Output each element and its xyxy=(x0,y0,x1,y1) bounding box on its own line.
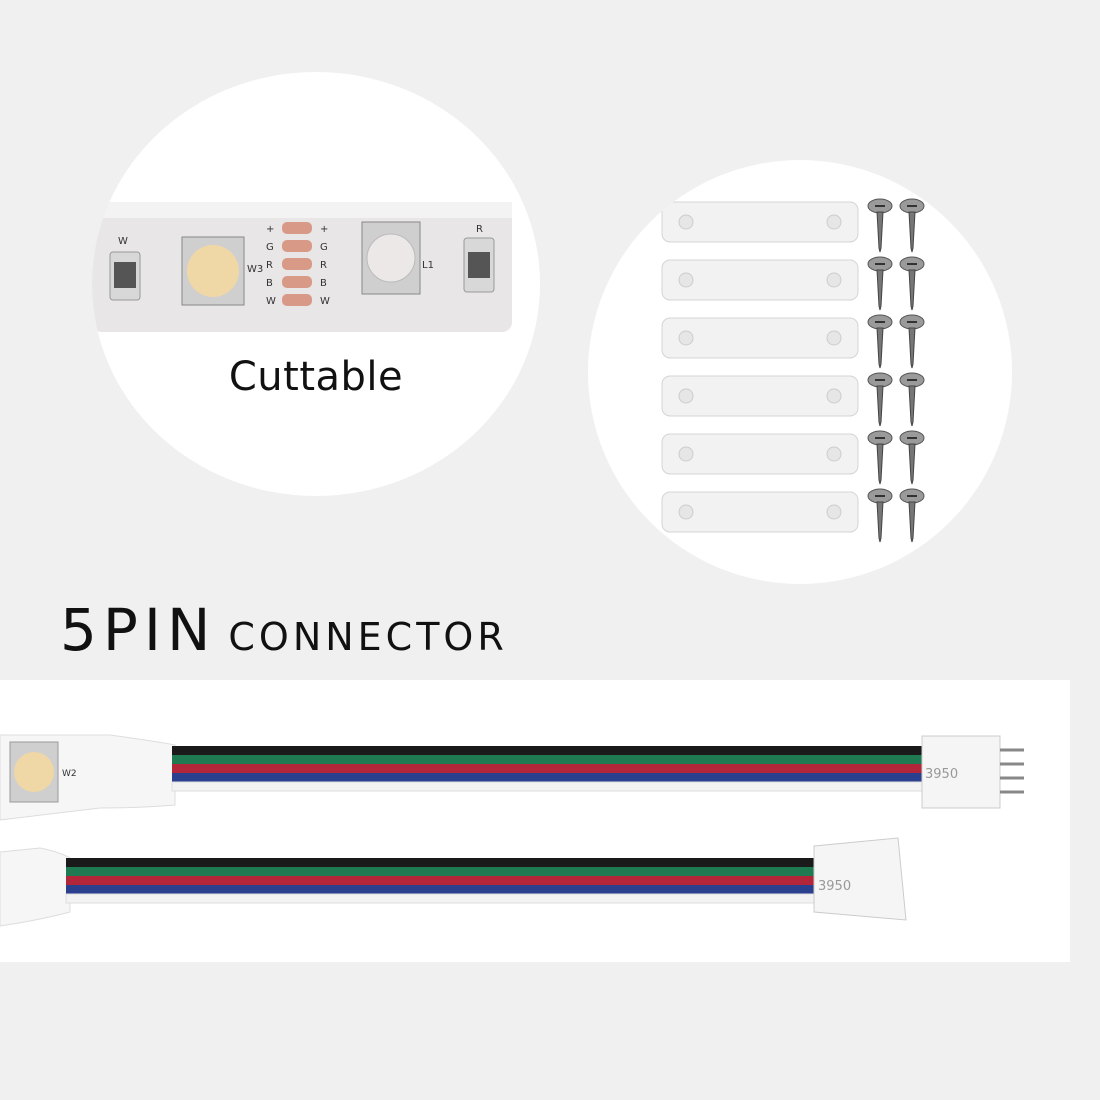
strip-highlight xyxy=(92,202,512,218)
led-rgb-die xyxy=(366,233,416,283)
wire-white xyxy=(171,781,925,792)
pad xyxy=(282,222,312,234)
copper-pads xyxy=(282,222,312,306)
screw-shaft xyxy=(908,501,916,543)
mounting-clip xyxy=(661,317,859,359)
pad-label-left: R xyxy=(266,260,273,271)
pad-label-left: + xyxy=(266,224,274,235)
pad-label-right: B xyxy=(320,278,327,289)
wire-green xyxy=(172,755,924,764)
pad xyxy=(282,276,312,288)
wire-black xyxy=(66,858,818,867)
resistor-left-mark: W xyxy=(118,236,128,247)
pad-label-left: B xyxy=(266,278,273,289)
connector-male-body xyxy=(921,735,1001,809)
screw-shaft xyxy=(908,385,916,427)
mounting-clip xyxy=(661,259,859,301)
mounting-clip xyxy=(661,201,859,243)
clip-hole xyxy=(826,272,842,288)
wire-red xyxy=(66,876,818,885)
mounting-clip xyxy=(661,433,859,475)
connector-cables-photo: W2 3950 3950 xyxy=(0,680,1070,962)
cuttable-caption: Cuttable xyxy=(228,354,404,400)
wire-green xyxy=(66,867,818,876)
connector-marking: 3950 xyxy=(925,767,958,782)
clip-hole xyxy=(678,272,694,288)
clip-hole xyxy=(826,214,842,230)
strip-end-bottom xyxy=(0,847,71,927)
wire-blue xyxy=(66,885,818,894)
wire-red xyxy=(172,764,924,773)
connector-cables: W2 3950 3950 xyxy=(0,734,1024,927)
cable-bottom-wires xyxy=(65,858,819,904)
screw-shaft xyxy=(908,443,916,485)
screw-shaft xyxy=(876,385,884,427)
screw-shaft xyxy=(876,443,884,485)
clip-hole xyxy=(826,388,842,404)
wire-white xyxy=(65,893,819,904)
heading-primary: 5PIN xyxy=(60,596,217,664)
wire-blue xyxy=(172,773,924,782)
screw-shaft xyxy=(876,501,884,543)
pad xyxy=(282,294,312,306)
led-warm-white-die xyxy=(187,245,239,297)
pad-label-left: W xyxy=(266,296,276,307)
mounting-clip xyxy=(661,375,859,417)
connector-female-body xyxy=(813,837,907,921)
pad xyxy=(282,240,312,252)
clip-hole xyxy=(678,446,694,462)
clip-hole xyxy=(678,388,694,404)
mounting-clip xyxy=(661,491,859,533)
pad-label-right: + xyxy=(320,224,328,235)
clip-hole xyxy=(678,330,694,346)
connector-pins xyxy=(1000,748,1024,794)
resistor-right-mark: R xyxy=(476,224,483,235)
pad-label-right: W xyxy=(320,296,330,307)
clip-hole xyxy=(826,330,842,346)
led-left-mark: W3 xyxy=(247,264,263,275)
screw-shaft xyxy=(908,327,916,369)
resistor-right-body xyxy=(468,252,490,278)
clip-hole xyxy=(678,504,694,520)
pad-label-right: R xyxy=(320,260,327,271)
led-right-mark: L1 xyxy=(422,260,434,271)
pad-label-right: G xyxy=(320,242,328,253)
mounting-clips-circle xyxy=(588,160,1012,584)
clip-hole xyxy=(826,504,842,520)
cable-top-wires xyxy=(171,746,925,792)
heading-secondary: CONNECTOR xyxy=(228,615,508,659)
clip-hole xyxy=(678,214,694,230)
resistor-left-body xyxy=(114,262,136,288)
mounting-clips-illustration xyxy=(661,198,925,543)
screw-shaft xyxy=(876,269,884,311)
pad-label-left: G xyxy=(266,242,274,253)
wire-black xyxy=(172,746,924,755)
led-bottom-die xyxy=(14,752,54,792)
led-bottom-label: W2 xyxy=(62,769,77,779)
cuttable-strip-circle: W W3 + G R B W + G R B W L1 xyxy=(92,72,540,496)
connector-marking: 3950 xyxy=(818,879,851,894)
screw-shaft xyxy=(876,327,884,369)
clip-hole xyxy=(826,446,842,462)
screw-shaft xyxy=(876,211,884,253)
led-strip-closeup: W W3 + G R B W + G R B W L1 xyxy=(92,202,512,332)
screw-shaft xyxy=(908,269,916,311)
pad xyxy=(282,258,312,270)
screw-shaft xyxy=(908,211,916,253)
